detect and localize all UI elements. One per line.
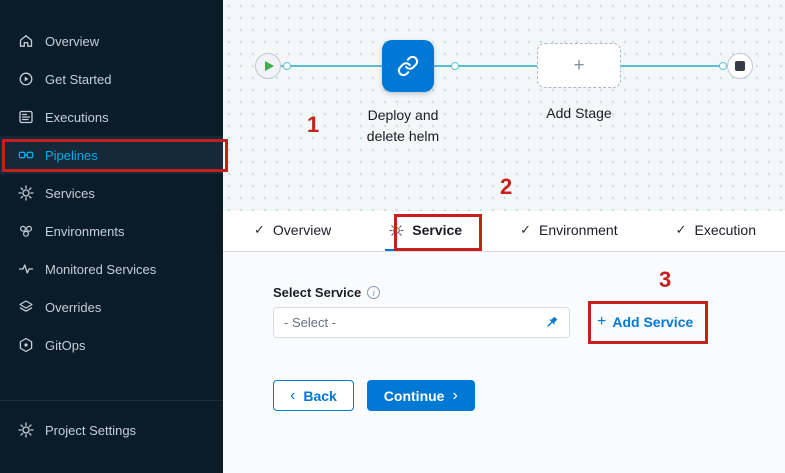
services-icon bbox=[18, 185, 34, 201]
sidebar-item-label: Project Settings bbox=[45, 422, 137, 438]
footer-buttons: ‹ Back Continue › bbox=[273, 380, 475, 411]
sidebar-item-gitops[interactable]: GitOps bbox=[0, 326, 223, 364]
sidebar-item-label: GitOps bbox=[45, 337, 86, 353]
pipeline-canvas: Deploy and delete helm + Add Stage bbox=[223, 0, 785, 211]
tab-label: Execution bbox=[694, 222, 756, 238]
service-select-value: - Select - bbox=[284, 315, 337, 330]
sidebar-item-label: Pipelines bbox=[45, 147, 98, 163]
monitored-services-icon bbox=[18, 261, 34, 277]
main-area: Deploy and delete helm + Add Stage ✓ Ove… bbox=[223, 0, 785, 473]
tab-label: Environment bbox=[539, 222, 618, 238]
gear-icon bbox=[18, 422, 34, 438]
back-button[interactable]: ‹ Back bbox=[273, 380, 354, 411]
service-tab-content: Select Service i - Select - + Add Servic… bbox=[223, 252, 785, 473]
tab-service[interactable]: Service bbox=[385, 211, 467, 251]
pin-icon[interactable] bbox=[544, 315, 559, 330]
pipeline-start-node[interactable] bbox=[255, 53, 281, 79]
plus-icon: + bbox=[597, 313, 607, 330]
sidebar-item-label: Get Started bbox=[45, 71, 112, 87]
chevron-left-icon: ‹ bbox=[290, 386, 296, 404]
connector-dot bbox=[283, 62, 291, 70]
sidebar-item-overrides[interactable]: Overrides bbox=[0, 288, 223, 326]
pipeline-end-node[interactable] bbox=[727, 53, 753, 79]
home-icon bbox=[18, 33, 34, 49]
sidebar-item-get-started[interactable]: Get Started bbox=[0, 60, 223, 98]
sidebar-item-label: Monitored Services bbox=[45, 261, 157, 277]
continue-button[interactable]: Continue › bbox=[366, 380, 475, 411]
service-select[interactable]: - Select - bbox=[273, 307, 570, 338]
tab-overview[interactable]: ✓ Overview bbox=[250, 211, 335, 251]
sidebar-item-environments[interactable]: Environments bbox=[0, 212, 223, 250]
add-stage-label: Add Stage bbox=[546, 105, 612, 121]
add-stage-button[interactable]: + bbox=[537, 43, 621, 88]
check-icon: ✓ bbox=[254, 222, 265, 237]
tab-execution[interactable]: ✓ Execution bbox=[672, 211, 760, 251]
sidebar-bottom-group: Project Settings bbox=[0, 400, 223, 449]
check-icon: ✓ bbox=[675, 222, 687, 237]
sidebar-item-label: Services bbox=[45, 185, 95, 201]
stop-icon bbox=[735, 61, 745, 71]
play-icon bbox=[264, 61, 274, 71]
tab-label: Service bbox=[412, 222, 463, 238]
stage-node-deploy-and-delete-helm[interactable] bbox=[382, 40, 434, 92]
environments-icon bbox=[18, 223, 34, 239]
connector-dot bbox=[451, 62, 459, 70]
tab-label: Overview bbox=[272, 222, 332, 238]
select-service-label: Select Service bbox=[273, 285, 362, 300]
sidebar-item-executions[interactable]: Executions bbox=[0, 98, 223, 136]
sidebar-item-label: Overview bbox=[45, 33, 100, 49]
stage-config-tabbar: ✓ Overview Service ✓ Environment ✓ Execu… bbox=[223, 211, 785, 252]
pipelines-icon bbox=[18, 147, 34, 163]
back-button-label: Back bbox=[303, 387, 337, 404]
sidebar-item-label: Executions bbox=[45, 109, 109, 125]
add-service-label: Add Service bbox=[612, 314, 694, 330]
sidebar-item-label: Environments bbox=[45, 223, 125, 239]
check-icon: ✓ bbox=[520, 222, 531, 237]
continue-button-label: Continue bbox=[383, 387, 445, 404]
sidebar-item-monitored-services[interactable]: Monitored Services bbox=[0, 250, 223, 288]
executions-icon bbox=[18, 109, 34, 125]
sidebar-item-project-settings[interactable]: Project Settings bbox=[0, 411, 223, 449]
sidebar-item-label: Overrides bbox=[45, 299, 102, 315]
sidebar-item-overview[interactable]: Overview bbox=[0, 22, 223, 60]
connector-dot bbox=[719, 62, 727, 70]
pipeline-connector bbox=[268, 65, 740, 67]
add-service-button[interactable]: + Add Service bbox=[597, 313, 693, 331]
tab-environment[interactable]: ✓ Environment bbox=[516, 211, 622, 251]
info-icon[interactable]: i bbox=[367, 286, 381, 299]
select-service-label-row: Select Service i bbox=[273, 285, 381, 300]
gear-icon bbox=[389, 223, 404, 238]
link-icon bbox=[397, 55, 419, 77]
stage-name-label: Deploy and delete helm bbox=[366, 107, 440, 144]
sidebar: Overview Get Started Executions Pipeline… bbox=[0, 0, 223, 473]
chevron-right-icon: › bbox=[452, 386, 458, 404]
overrides-icon bbox=[18, 299, 34, 315]
gitops-icon bbox=[18, 337, 34, 353]
get-started-icon bbox=[18, 71, 34, 87]
sidebar-item-services[interactable]: Services bbox=[0, 174, 223, 212]
sidebar-item-pipelines[interactable]: Pipelines bbox=[0, 136, 223, 174]
plus-icon: + bbox=[573, 54, 585, 76]
